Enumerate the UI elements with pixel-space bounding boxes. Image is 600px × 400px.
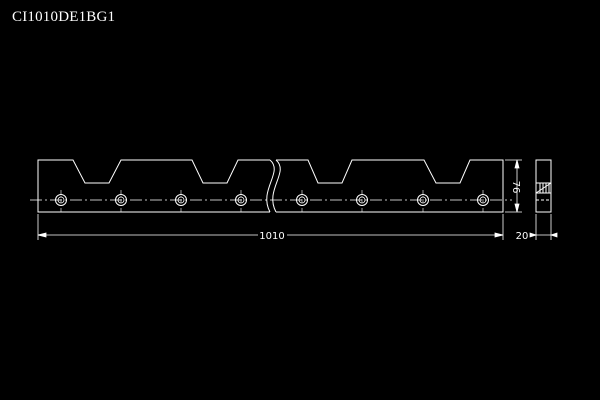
drawing-title: CI1010DE1BG1 xyxy=(12,9,116,25)
dimension-length-label: 1010 xyxy=(259,231,284,242)
bar-outline-left xyxy=(37,159,270,213)
dimension-height-label: 76 xyxy=(510,181,521,194)
mounting-hole xyxy=(115,190,127,214)
break-line-right xyxy=(272,159,281,213)
mounting-hole xyxy=(417,190,429,214)
dimension-thickness xyxy=(529,214,558,240)
mounting-hole xyxy=(235,190,247,214)
mounting-holes xyxy=(55,190,489,214)
bar-outline-right xyxy=(276,159,504,213)
mounting-hole xyxy=(477,190,489,214)
mounting-hole xyxy=(296,190,308,214)
break-line-left xyxy=(266,159,275,213)
side-view xyxy=(535,159,552,213)
dimension-height xyxy=(505,159,522,213)
mounting-hole xyxy=(55,190,67,214)
dimension-length xyxy=(37,214,504,240)
mounting-hole xyxy=(356,190,368,214)
mounting-hole xyxy=(175,190,187,214)
dimension-thickness-label: 20 xyxy=(516,231,529,242)
